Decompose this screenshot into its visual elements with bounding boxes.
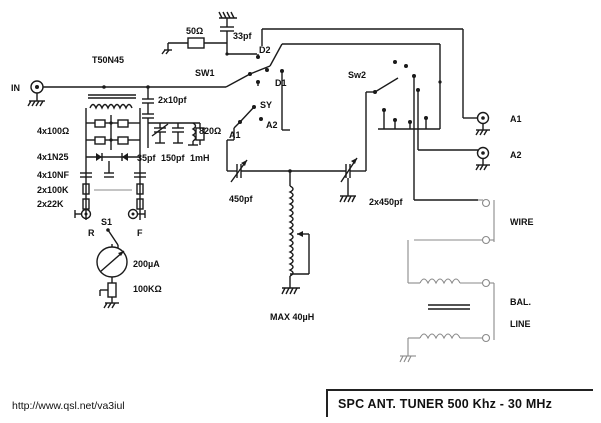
capacitor-33pf bbox=[218, 11, 237, 43]
meter-jack-f bbox=[127, 208, 146, 220]
label-d2: D2 bbox=[259, 45, 271, 55]
label-sw2: Sw2 bbox=[348, 70, 366, 80]
bridge-diodes bbox=[86, 153, 140, 161]
label-meter: 200µA bbox=[133, 259, 160, 269]
label-r2x22k: 2x22K bbox=[37, 199, 64, 209]
wire-terminals bbox=[414, 198, 495, 245]
bridge-resistors-4x100 bbox=[86, 115, 140, 150]
label-out-a1: A1 bbox=[510, 114, 522, 124]
title-block: SPC ANT. TUNER 500 Khz - 30 MHz bbox=[326, 389, 593, 417]
resistor-820 bbox=[195, 123, 205, 145]
label-sy: SY bbox=[260, 100, 272, 110]
meter-200ua bbox=[96, 244, 128, 283]
bridge-resistors-100k bbox=[82, 183, 144, 210]
input-line bbox=[43, 73, 251, 89]
label-r2x100k: 2x100K bbox=[37, 185, 69, 195]
label-s1: S1 bbox=[101, 217, 112, 227]
top-bus bbox=[261, 28, 478, 119]
balun-transformer bbox=[399, 240, 495, 363]
label-c33: 33pf bbox=[233, 31, 253, 41]
label-inductor: MAX 40µH bbox=[270, 312, 314, 322]
variable-cap-450pf bbox=[226, 159, 290, 183]
label-f: F bbox=[137, 228, 143, 238]
label-bal: BAL. bbox=[510, 297, 531, 307]
source-url: http://www.qsl.net/va3iul bbox=[12, 400, 125, 412]
input-connector bbox=[27, 80, 45, 107]
label-out-a2: A2 bbox=[510, 150, 522, 160]
label-d1: D1 bbox=[275, 78, 287, 88]
label-caps: 4x10NF bbox=[37, 170, 70, 180]
label-r820: 820Ω bbox=[199, 126, 221, 136]
label-toroid: T50N45 bbox=[92, 55, 124, 65]
label-c35: 35pf bbox=[137, 153, 157, 163]
label-l1mh: 1mH bbox=[190, 153, 210, 163]
label-c150: 150pf bbox=[161, 153, 186, 163]
label-a2-small: A2 bbox=[266, 120, 278, 130]
trimmer-35pf bbox=[148, 122, 169, 144]
label-wire: WIRE bbox=[510, 217, 534, 227]
label-c450: 450pf bbox=[229, 194, 254, 204]
label-r: R bbox=[88, 228, 95, 238]
label-c2x10: 2x10pf bbox=[158, 95, 188, 105]
label-pot: 100KΩ bbox=[133, 284, 162, 294]
label-in: IN bbox=[11, 83, 20, 93]
dummy-load-resistor bbox=[161, 37, 257, 56]
bridge-caps-4x10nf bbox=[80, 161, 146, 178]
label-r4x100: 4x100Ω bbox=[37, 126, 69, 136]
roller-inductor bbox=[281, 169, 310, 295]
variable-cap-2x450pf bbox=[290, 91, 375, 203]
label-a1-small: A1 bbox=[229, 130, 241, 140]
label-c2x450: 2x450pf bbox=[369, 197, 404, 207]
toroid-transformer bbox=[85, 94, 141, 220]
diagram-title: SPC ANT. TUNER 500 Khz - 30 MHz bbox=[338, 397, 553, 411]
label-r50: 50Ω bbox=[186, 26, 203, 36]
output-connector-a1 bbox=[475, 111, 490, 136]
switch-sy bbox=[226, 105, 263, 160]
label-diodes: 4x1N25 bbox=[37, 152, 69, 162]
label-sw1: SW1 bbox=[195, 68, 215, 78]
meter-jack-r bbox=[74, 208, 92, 220]
pot-100k bbox=[99, 282, 119, 309]
switch-sw2 bbox=[373, 60, 478, 201]
cap-2x10pf bbox=[142, 87, 154, 148]
output-connector-a2 bbox=[475, 146, 490, 171]
label-line: LINE bbox=[510, 319, 531, 329]
